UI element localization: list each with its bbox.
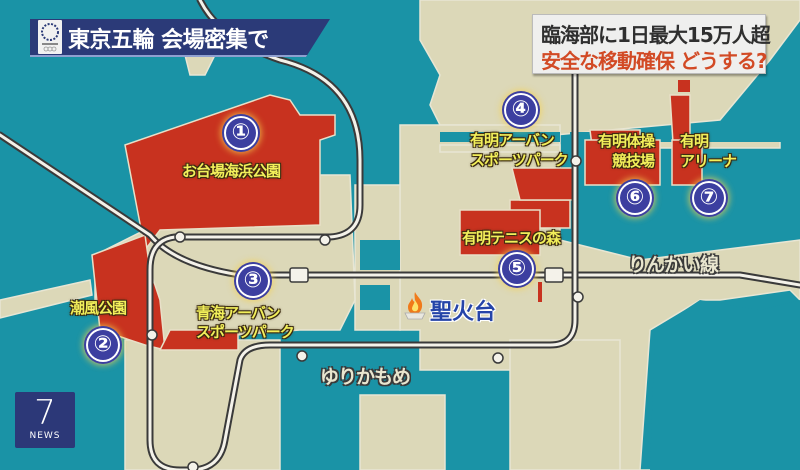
venue-badge-1: ① [226, 118, 256, 148]
info-headline: 臨海部に1日最大15万人超 [541, 23, 771, 47]
page-title: 東京五輪 会場密集で [68, 28, 269, 53]
venue-label-gymnastics-line1: 有明体操 [598, 132, 655, 150]
venue-badge-3: ③ [238, 266, 268, 296]
venue-badge-4: ④ [506, 95, 536, 125]
venue-label-ariake-urban-line1: 有明アーバン [470, 131, 555, 149]
venue-label-aomi-line1: 青海アーバン [196, 304, 281, 322]
venue-label-ariake-urban-line2: スポーツパーク [470, 151, 569, 169]
news-program-logo: 7 NEWS [15, 392, 75, 448]
venue-label-gymnastics-line2: 競技場 [612, 152, 655, 170]
cauldron-label: 聖火台 [430, 300, 497, 325]
info-question: 安全な移動確保 どうする? [541, 49, 768, 73]
venue-label-aomi-line2: スポーツパーク [196, 323, 295, 341]
news-logo-number: 7 [34, 393, 56, 433]
venue-badge-7: ⑦ [694, 183, 724, 213]
yurikamome-line-label: ゆりかもめ [320, 366, 411, 388]
rinkai-line-label: りんかい線 [628, 254, 719, 276]
title-banner [30, 19, 330, 57]
info-caption-box: 臨海部に1日最大15万人超 安全な移動確保 どうする? [532, 14, 771, 74]
venue-label-arena-line2: アリーナ [680, 152, 737, 170]
venue-label-odaiba: お台場海浜公園 [182, 162, 281, 180]
venue-label-ariake-tennis: 有明テニスの森 [462, 229, 561, 247]
venue-badge-5: ⑤ [502, 254, 532, 284]
venue-label-arena-line1: 有明 [680, 132, 709, 150]
venue-badge-6: ⑥ [620, 183, 650, 213]
news-logo-text: NEWS [29, 431, 61, 441]
tokyo-2020-emblem-icon [38, 20, 62, 54]
flame-icon [402, 290, 428, 320]
venue-badge-2: ② [88, 330, 118, 360]
venue-label-shiokaze: 潮風公園 [70, 299, 127, 317]
